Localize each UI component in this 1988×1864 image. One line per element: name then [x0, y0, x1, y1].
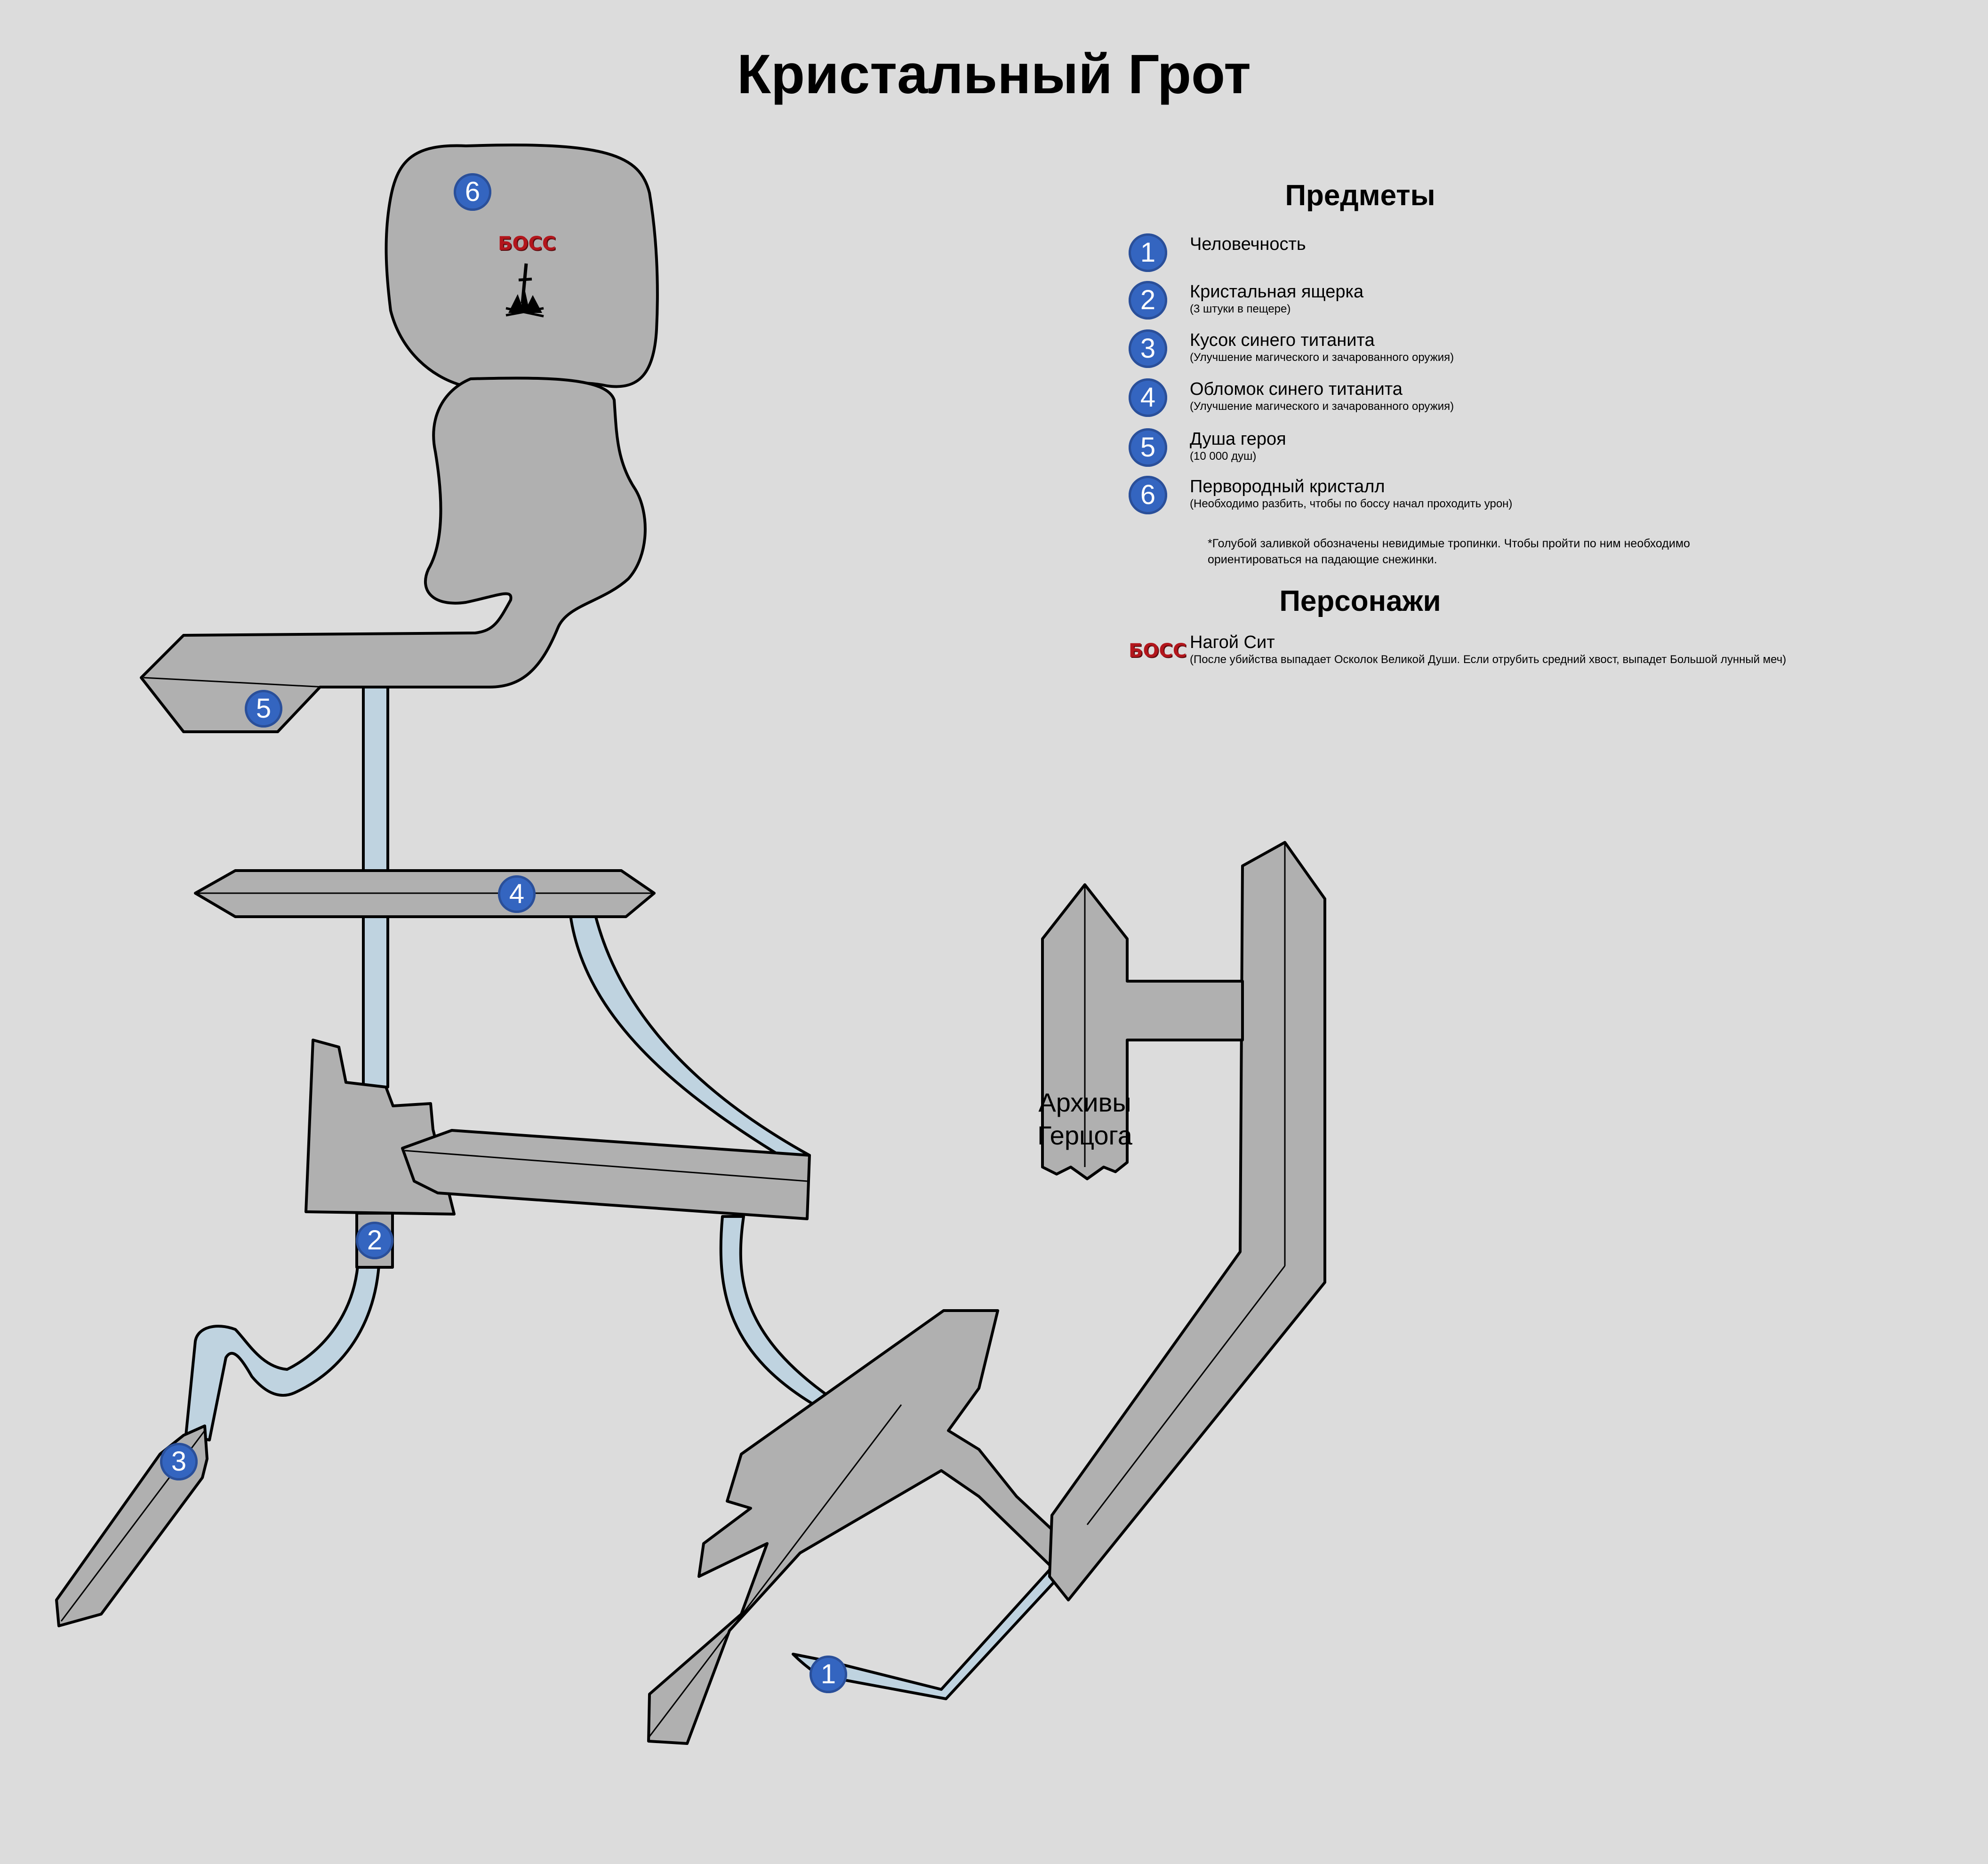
map-title: Кристальный Грот — [737, 43, 1251, 105]
right-spine — [1048, 841, 1326, 1601]
upper-cave — [140, 376, 647, 733]
map-marker-4: 4 — [498, 875, 536, 913]
invisible-path-arc-right — [569, 914, 811, 1160]
character-name: Нагой Сит — [1190, 632, 1275, 652]
item-note: (Улучшение магического и зачарованного о… — [1190, 400, 1454, 413]
item-note: (Необходимо разбить, чтобы по боссу нача… — [1190, 497, 1513, 510]
item-name: Душа героя — [1190, 429, 1286, 449]
item-marker-icon: 2 — [1129, 281, 1167, 320]
item-name: Первородный кристалл — [1190, 477, 1385, 496]
map-marker-1: 1 — [810, 1656, 847, 1693]
lower-bridge — [401, 1129, 811, 1220]
item-marker-icon: 5 — [1129, 428, 1167, 467]
item-note: (3 штуки в пещере) — [1190, 303, 1291, 315]
item-note: (10 000 душ) — [1190, 450, 1257, 463]
cave-floor — [55, 144, 1326, 1745]
boss-location-tag: БОСС — [498, 233, 556, 255]
ridge-lines — [60, 677, 1286, 1737]
legend-item: 4 Обломок синего титанита (Улучшение маг… — [1125, 378, 1925, 421]
item-marker-icon: 4 — [1129, 378, 1167, 417]
item-name: Человечность — [1190, 234, 1306, 254]
map-marker-3: 3 — [160, 1443, 198, 1480]
archives-wing — [1041, 883, 1244, 1180]
invisible-path-to-3 — [184, 1264, 380, 1441]
lower-right-branches — [647, 1309, 1072, 1745]
legend-item: 3 Кусок синего титанита (Улучшение магич… — [1125, 329, 1925, 372]
item-marker-icon: 1 — [1129, 233, 1167, 272]
legend-footnote: *Голубой заливкой обозначены невидимые т… — [1208, 537, 1690, 566]
area-label-duke-archives: Архивы Герцога — [1037, 1088, 1132, 1150]
bonfire-icon — [505, 263, 544, 318]
map-marker-6: 6 — [454, 173, 491, 211]
boss-tag-icon: БОСС — [1129, 640, 1187, 662]
item-name: Обломок синего титанита — [1190, 379, 1403, 399]
item-name: Кусок синего титанита — [1190, 330, 1375, 350]
map-marker-2: 2 — [356, 1222, 393, 1259]
character-note: (После убийства выпадает Осколок Великой… — [1190, 653, 1787, 666]
legend-item: 2 Кристальная ящерка (3 штуки в пещере) — [1125, 281, 1925, 323]
item-marker-icon: 6 — [1129, 476, 1167, 514]
item-name: Кристальная ящерка — [1190, 282, 1364, 302]
characters-heading: Персонажи — [1279, 585, 1441, 617]
character-row: БОСС Нагой Сит (После убийства выпадает … — [1125, 632, 1925, 674]
legend-item: 1 Человечность — [1125, 233, 1925, 276]
item-note: (Улучшение магического и зачарованного о… — [1190, 351, 1454, 364]
legend-item: 6 Первородный кристалл (Необходимо разби… — [1125, 476, 1925, 518]
items-heading: Предметы — [1285, 179, 1435, 212]
item-marker-icon: 3 — [1129, 329, 1167, 368]
map-marker-5: 5 — [245, 690, 282, 728]
legend-item: 5 Душа героя (10 000 душ) — [1125, 428, 1925, 471]
invisible-path-lower-right — [719, 1215, 832, 1408]
